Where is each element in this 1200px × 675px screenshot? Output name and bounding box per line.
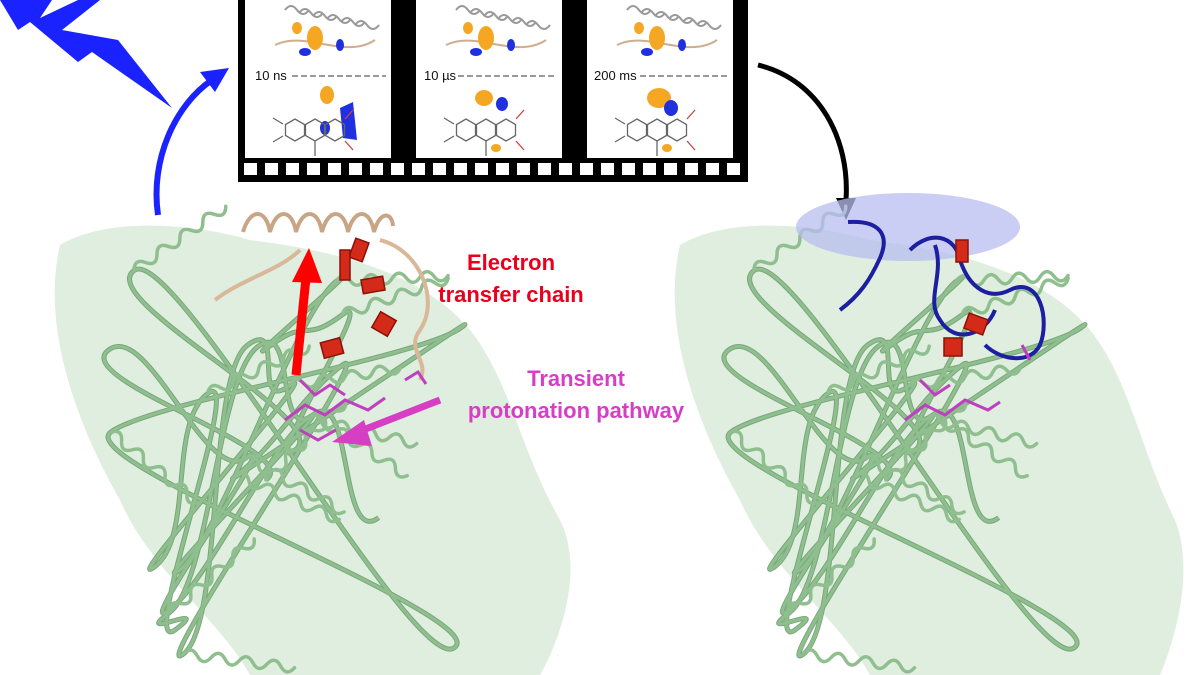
electron-transfer-residues (319, 237, 398, 360)
sprocket-hole (475, 163, 488, 175)
sprocket-hole (370, 163, 383, 175)
frame-2-density-map (443, 5, 551, 156)
sprocket-hole (601, 163, 614, 175)
sprocket-hole (286, 163, 299, 175)
protein-structure-closed (674, 193, 1184, 675)
electron-transfer-residues (943, 239, 990, 357)
film-frame-3 (587, 0, 733, 158)
film-frames-content (272, 5, 722, 156)
film-sprocket-holes (244, 163, 740, 175)
curved-arrow-icon (757, 62, 856, 220)
highlight-ellipse (796, 193, 1020, 261)
sprocket-hole (706, 163, 719, 175)
film-frame-2 (416, 0, 562, 158)
flavin-cofactor (284, 369, 428, 442)
sprocket-hole (643, 163, 656, 175)
sprocket-hole (664, 163, 677, 175)
electron-transfer-label-line1: Electron (467, 250, 555, 275)
sprocket-hole (328, 163, 341, 175)
electron-transfer-label-line2: transfer chain (438, 282, 584, 307)
sprocket-hole (412, 163, 425, 175)
protein-ribbon (101, 204, 468, 674)
flavin-cofactor (904, 344, 1032, 422)
helix-lid (213, 212, 430, 381)
protein-structure-open (54, 204, 571, 675)
sprocket-hole (580, 163, 593, 175)
protonation-label-line2: protonation pathway (468, 398, 685, 423)
sprocket-hole (559, 163, 572, 175)
sprocket-hole (538, 163, 551, 175)
curved-arrow-icon (153, 68, 229, 216)
frame-2-time-label: 10 µs (424, 68, 457, 83)
protonation-label-line1: Transient (527, 366, 625, 391)
sprocket-hole (517, 163, 530, 175)
sprocket-hole (244, 163, 257, 175)
sprocket-hole (349, 163, 362, 175)
electron-transfer-arrow (291, 248, 322, 376)
frame-1-density-map (272, 5, 380, 156)
sprocket-hole (454, 163, 467, 175)
protonation-pathway-arrow (332, 396, 442, 446)
sprocket-hole (391, 163, 404, 175)
sprocket-hole (433, 163, 446, 175)
sprocket-hole (727, 163, 740, 175)
sprocket-hole (496, 163, 509, 175)
sprocket-hole (685, 163, 698, 175)
lightning-bolt-icon (0, 0, 172, 108)
frame-1-time-label: 10 ns (255, 68, 287, 83)
film-frame-1 (245, 0, 391, 158)
frame-3-time-label: 200 ms (594, 68, 637, 83)
sprocket-hole (622, 163, 635, 175)
frame-3-density-map (614, 5, 722, 156)
sprocket-hole (265, 163, 278, 175)
sprocket-hole (307, 163, 320, 175)
